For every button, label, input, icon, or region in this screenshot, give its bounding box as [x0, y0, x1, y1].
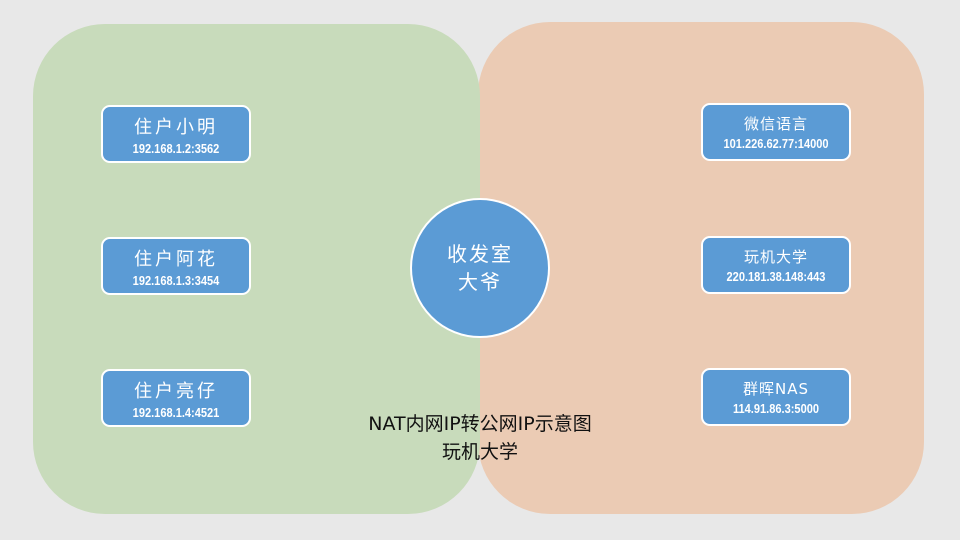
node-name: 住户小明: [134, 117, 218, 138]
node-ip: 101.226.62.77:14000: [723, 136, 829, 151]
caption-subtitle: 玩机大学: [441, 441, 518, 463]
hub-line1: 收发室: [447, 242, 513, 266]
node-name: 玩机大学: [743, 248, 808, 266]
caption: NAT内网IP转公网IP示意图玩机大学: [280, 410, 680, 466]
node-name: 住户阿花: [134, 249, 218, 270]
lan-node-1: 住户小明 192.168.1.2:3562: [101, 105, 251, 163]
wan-node-3: 群晖NAS 114.91.86.3:5000: [701, 368, 851, 426]
node-name: 群晖NAS: [742, 380, 809, 398]
hub-line2: 大爷: [458, 270, 502, 294]
node-ip: 192.168.1.4:4521: [132, 405, 220, 420]
caption-title: NAT内网IP转公网IP示意图: [368, 413, 592, 435]
nat-hub: 收发室大爷: [410, 198, 550, 338]
wan-node-2: 玩机大学 220.181.38.148:443: [701, 236, 851, 294]
node-ip: 192.168.1.2:3562: [132, 141, 220, 156]
lan-node-2: 住户阿花 192.168.1.3:3454: [101, 237, 251, 295]
node-name: 微信语言: [743, 115, 808, 133]
node-ip: 114.91.86.3:5000: [732, 401, 820, 416]
node-ip: 220.181.38.148:443: [726, 269, 826, 284]
node-ip: 192.168.1.3:3454: [132, 273, 220, 288]
lan-node-3: 住户亮仔 192.168.1.4:4521: [101, 369, 251, 427]
node-name: 住户亮仔: [134, 381, 218, 402]
wan-node-1: 微信语言 101.226.62.77:14000: [701, 103, 851, 161]
